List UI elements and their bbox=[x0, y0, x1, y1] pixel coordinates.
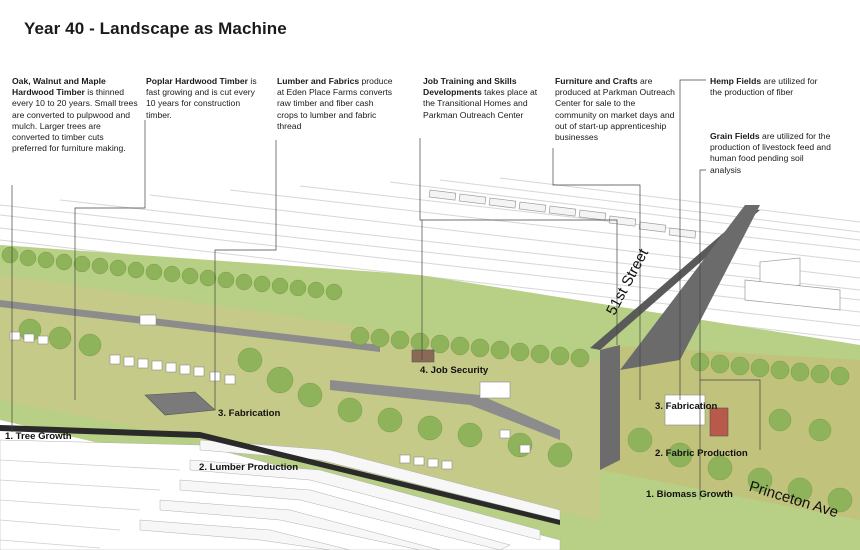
note-text: are utilized for the production of lives… bbox=[710, 131, 831, 175]
note-text: takes place at the Transitional Homes an… bbox=[423, 87, 538, 120]
tree-canopy bbox=[1, 246, 853, 513]
page-title: Year 40 - Landscape as Machine bbox=[24, 19, 287, 38]
note-job-training: Job Training and Skills Developments tak… bbox=[423, 76, 541, 121]
label-lumber-production: 2. Lumber Production bbox=[199, 462, 299, 473]
label-fabric-production: 2. Fabric Production bbox=[655, 448, 748, 459]
note-text: produce at Eden Place Farms converts raw… bbox=[277, 76, 393, 131]
note-lumber-fabrics: Lumber and Fabrics produce at Eden Place… bbox=[277, 76, 393, 132]
houses bbox=[9, 314, 706, 470]
note-text: are produced at Parkman Outreach Center … bbox=[555, 76, 675, 143]
note-head: Hemp Fields bbox=[710, 76, 762, 86]
dark-buildings bbox=[144, 349, 729, 437]
note-text: is fast growing and is cut every 10 year… bbox=[146, 76, 257, 120]
note-text: is thinned every 10 to 20 years. Small t… bbox=[12, 87, 138, 154]
note-text: are utilized for the production of fiber bbox=[710, 76, 818, 98]
distant-buildings bbox=[744, 257, 841, 311]
label-fabrication-right: 3. Fabrication bbox=[655, 401, 718, 412]
note-oak-walnut-maple: Oak, Walnut and Maple Hardwood Timber is… bbox=[12, 76, 140, 154]
note-hemp-fields: Hemp Fields are utilized for the product… bbox=[710, 76, 830, 98]
lower-tracks bbox=[0, 459, 181, 549]
note-head: Job Training and Skills Developments bbox=[423, 76, 517, 98]
note-head: Poplar Hardwood Timber bbox=[146, 76, 249, 86]
note-poplar: Poplar Hardwood Timber is fast growing a… bbox=[146, 76, 264, 121]
label-biomass-growth: 1. Biomass Growth bbox=[646, 489, 733, 500]
label-fabrication-left: 3. Fabrication bbox=[218, 408, 281, 419]
note-grain-fields: Grain Fields are utilized for the produc… bbox=[710, 131, 832, 176]
label-job-security: 4. Job Security bbox=[420, 365, 489, 376]
note-head: Furniture and Crafts bbox=[555, 76, 638, 86]
note-head: Grain Fields bbox=[710, 131, 760, 141]
label-tree-growth: 1. Tree Growth bbox=[5, 431, 72, 442]
note-head: Lumber and Fabrics bbox=[277, 76, 360, 86]
note-furniture-crafts: Furniture and Crafts are produced at Par… bbox=[555, 76, 677, 143]
note-head: Oak, Walnut and Maple Hardwood Timber bbox=[12, 76, 106, 98]
fifty-first-street-road bbox=[620, 205, 760, 370]
leader-lines bbox=[11, 79, 761, 500]
train bbox=[428, 189, 697, 239]
